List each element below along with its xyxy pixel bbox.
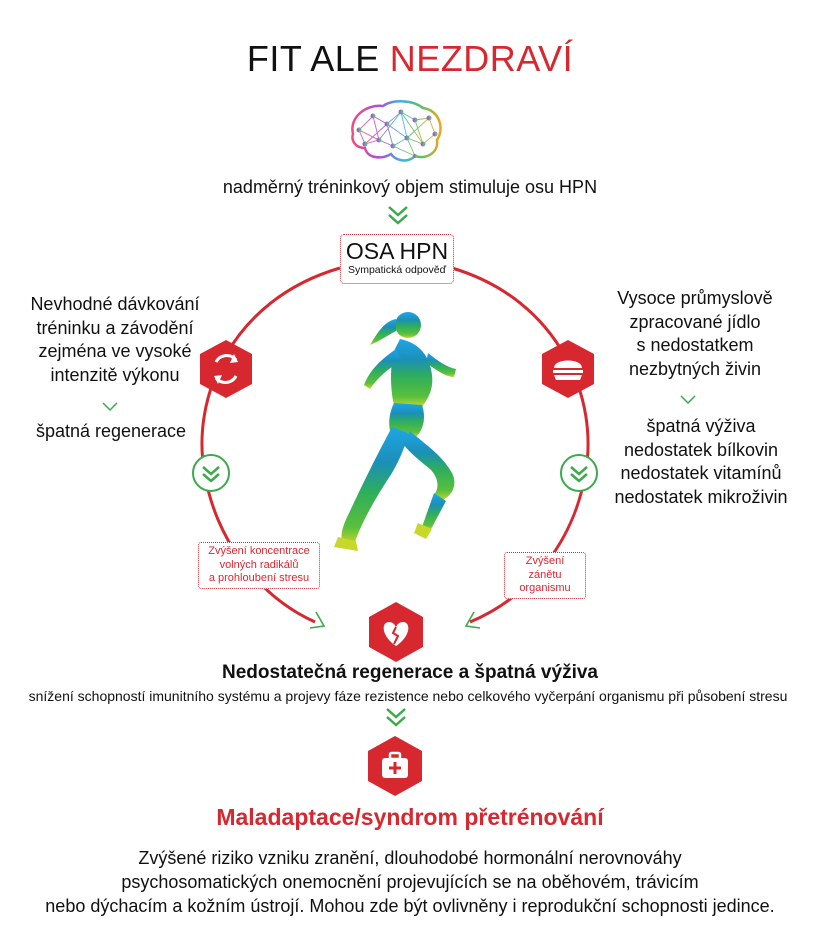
recycle-arrows-icon: [200, 340, 252, 398]
right-result4: nedostatek mikroživin: [614, 486, 788, 507]
final-description: Zvýšené riziko vzniku zranění, dlouhodob…: [0, 846, 820, 918]
right-line3: s nedostatkem: [636, 335, 754, 355]
right-line1: Vysoce průmyslově: [617, 288, 773, 308]
final-heading: Maladaptace/syndrom přetrénování: [216, 804, 604, 830]
right-effect-box: Zvýšení zánětu organismu: [504, 552, 586, 599]
osa-title: OSA HPN: [345, 238, 449, 264]
left-line1: Nevhodné dávkování: [30, 294, 200, 314]
left-effect-box: Zvýšení koncentrace volných radikálů a p…: [198, 542, 320, 589]
right-result1: špatná výživa: [646, 416, 756, 436]
first-aid-kit-icon: [368, 736, 422, 796]
left-box-line2: volných radikálů: [219, 558, 299, 571]
left-result-text: špatná regenerace: [35, 421, 187, 441]
right-line4: nezbytných živin: [628, 358, 762, 379]
right-result-text: špatná výživa nedostatek bílkovin nedost…: [596, 415, 806, 509]
middle-heading: Nedostatečná regenerace a špatná výživa: [222, 662, 598, 683]
right-box-line1: Zvýšení zánětu: [525, 555, 565, 581]
burger-icon: [542, 340, 594, 398]
arrow-tip-right: [464, 611, 481, 629]
right-box-line2: organismu: [519, 582, 571, 594]
final-line1: Zvýšené riziko vzniku zranění, dlouhodob…: [138, 848, 682, 868]
intro-text: nadměrný tréninkový objem stimuluje osu …: [222, 177, 598, 197]
double-chevron-down-icon: [388, 206, 408, 225]
right-chevron-circle-icon: [560, 454, 598, 492]
osa-hpn-box: OSA HPN Sympatická odpověď: [340, 234, 454, 284]
right-line2: zpracované jídlo: [629, 311, 761, 332]
final-line3: nebo dýchacím a kožním ústrojí. Mohou zd…: [45, 896, 775, 916]
final-line2: psychosomatických onemocnění projevující…: [121, 872, 699, 892]
left-box-line3: a prohloubení stresu: [208, 572, 310, 584]
right-result2: nedostatek bílkovin: [623, 439, 779, 460]
double-chevron-down-icon-2: [386, 708, 406, 727]
right-cause-text: Vysoce průmyslově zpracované jídlo s ned…: [592, 287, 798, 381]
broken-heart-icon: [369, 602, 423, 662]
running-woman-icon: [334, 312, 456, 551]
title-part2: NEZDRAVÍ: [389, 38, 574, 79]
left-line2: tréninku a závodění: [36, 317, 194, 338]
middle-subtext: snížení schopností imunitního systému a …: [28, 688, 788, 704]
right-result3: nedostatek vitamínů: [620, 463, 782, 483]
arrow-tip-left: [309, 611, 326, 629]
left-line4: intenzitě výkonu: [50, 364, 180, 385]
osa-subtitle: Sympatická odpověď: [347, 264, 447, 276]
left-box-line1: Zvýšení koncentrace: [208, 545, 310, 557]
brain-network-icon: [351, 100, 442, 162]
left-line3: zejména ve vysoké: [38, 341, 192, 361]
left-cause-text: Nevhodné dávkování tréninku a závodění z…: [20, 293, 210, 387]
chevron-down-icon: [102, 402, 118, 412]
chevron-down-icon-right: [680, 395, 696, 405]
title-part1: FIT ALE: [246, 38, 380, 79]
left-chevron-circle-icon: [192, 454, 230, 492]
